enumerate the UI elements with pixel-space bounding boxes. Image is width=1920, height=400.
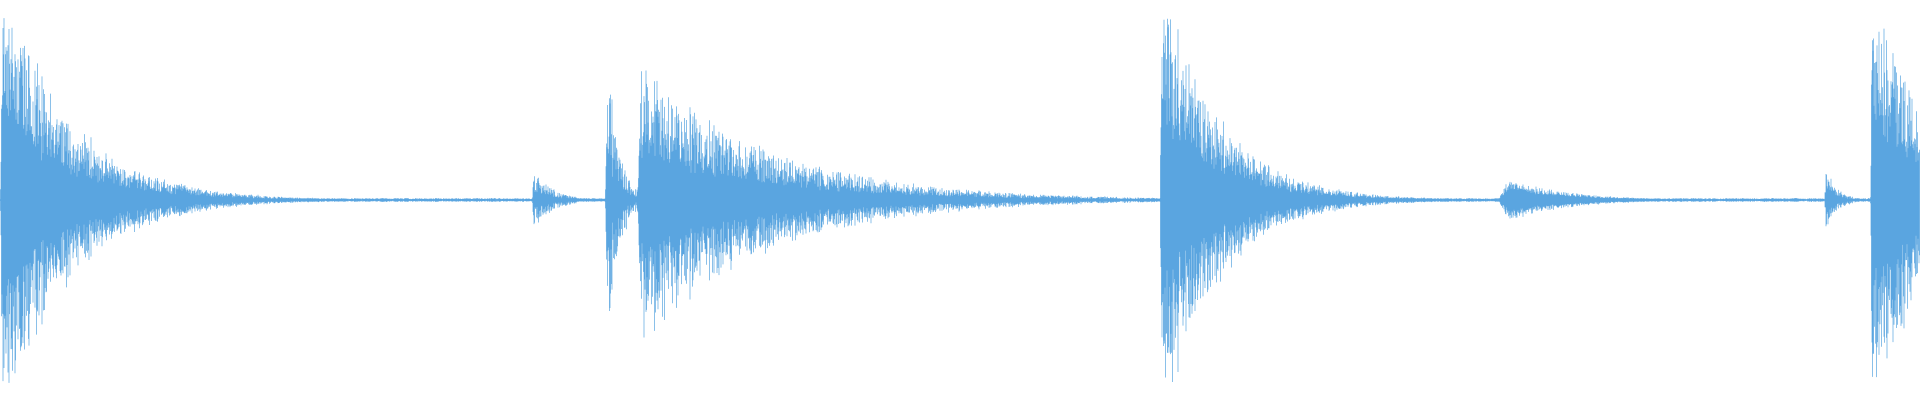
waveform-path (0, 18, 1920, 383)
waveform-series (0, 18, 1920, 383)
